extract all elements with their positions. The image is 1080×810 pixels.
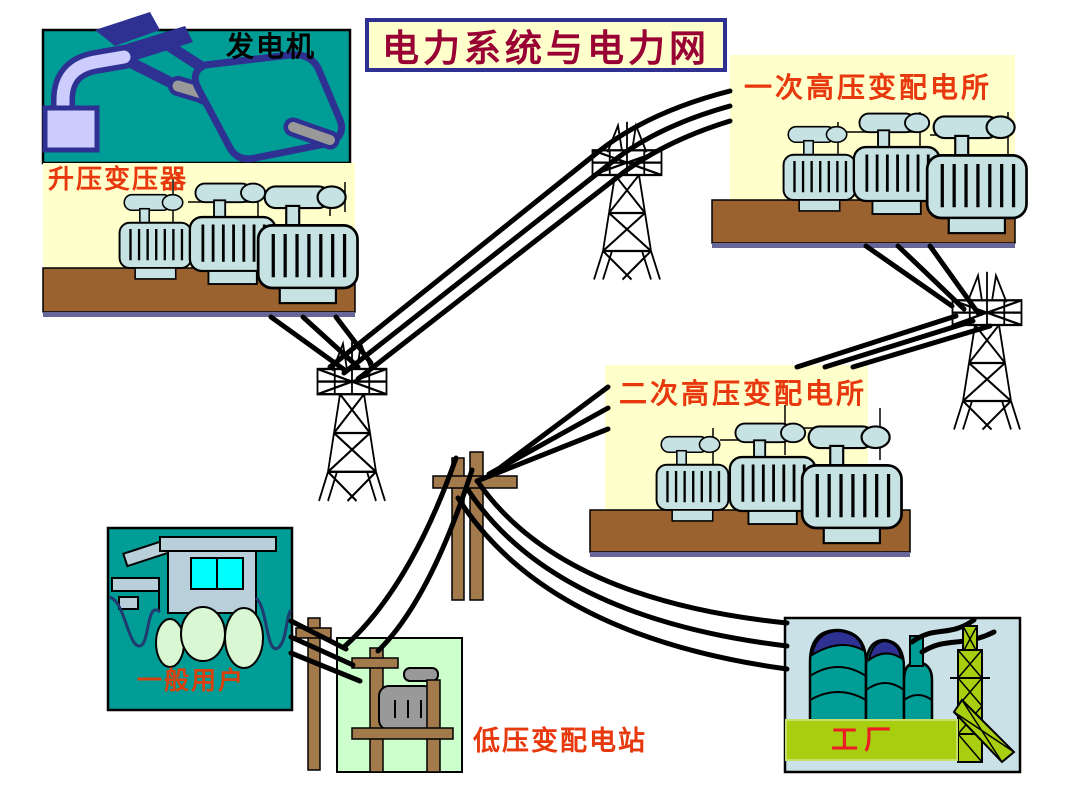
step-up-transformer-panel [42, 163, 360, 317]
step-up-transformer-label: 升压变压器 [48, 165, 189, 195]
factory-panel [783, 616, 1022, 774]
generator-label: 发电机 [226, 30, 317, 63]
crane [950, 625, 1016, 764]
h-pole [432, 451, 518, 601]
generator-panel [41, 12, 352, 165]
page-title: 电力系统与电力网 [365, 18, 727, 72]
general-users-panel [106, 526, 294, 712]
secondary-substation-panel [589, 365, 911, 557]
low-voltage-station-panel [295, 617, 463, 773]
primary-substation-label: 一次高压变配电所 [744, 71, 993, 104]
primary-substation-panel [711, 55, 1029, 248]
power-lines [268, 88, 993, 684]
secondary-substation-label: 二次高压变配电所 [619, 377, 868, 410]
general-users-label: 一般用户 [137, 666, 246, 695]
low-voltage-station-label: 低压变配电站 [473, 726, 647, 757]
factory-label: 工厂 [831, 725, 897, 756]
